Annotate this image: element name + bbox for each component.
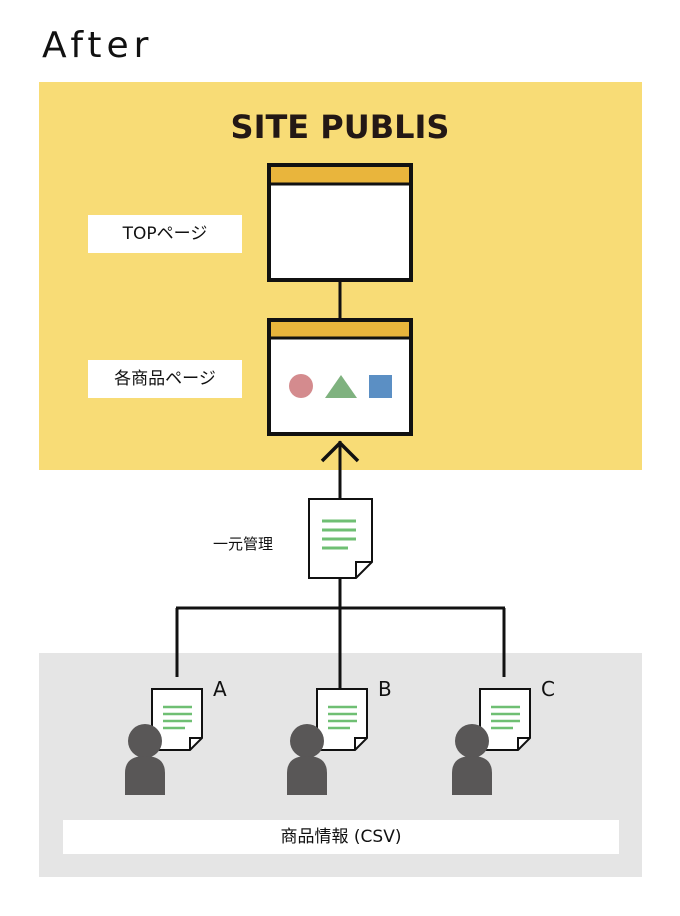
upload-arrow <box>320 440 360 500</box>
owner-a-label: A <box>213 677 227 701</box>
product-page-label: 各商品ページ <box>88 360 242 398</box>
central-document-icon <box>308 498 373 579</box>
person-icon <box>452 724 492 795</box>
document-icon <box>151 688 203 751</box>
owner-b <box>287 688 368 795</box>
owner-c <box>452 688 531 795</box>
owner-a <box>125 688 203 795</box>
owner-b-label: B <box>378 677 392 701</box>
product-info-csv-label: 商品情報 (CSV) <box>63 820 619 854</box>
window-title-bar <box>271 322 409 337</box>
top-page-label: TOPページ <box>88 215 242 253</box>
person-icon <box>125 724 165 795</box>
top-page-window <box>267 163 413 282</box>
site-title: SITE PUBLIS <box>230 108 450 146</box>
distribution-tree <box>175 578 506 689</box>
product-page-window <box>267 318 413 436</box>
window-title-bar <box>271 167 409 183</box>
page-heading: After <box>42 25 154 66</box>
document-icon <box>479 688 531 751</box>
person-icon <box>287 724 327 795</box>
square-shape-icon <box>369 375 392 398</box>
owner-c-label: C <box>541 677 555 701</box>
circle-shape-icon <box>289 374 313 398</box>
document-icon <box>316 688 368 751</box>
triangle-shape-icon <box>325 375 357 398</box>
central-management-label: 一元管理 <box>213 535 274 553</box>
